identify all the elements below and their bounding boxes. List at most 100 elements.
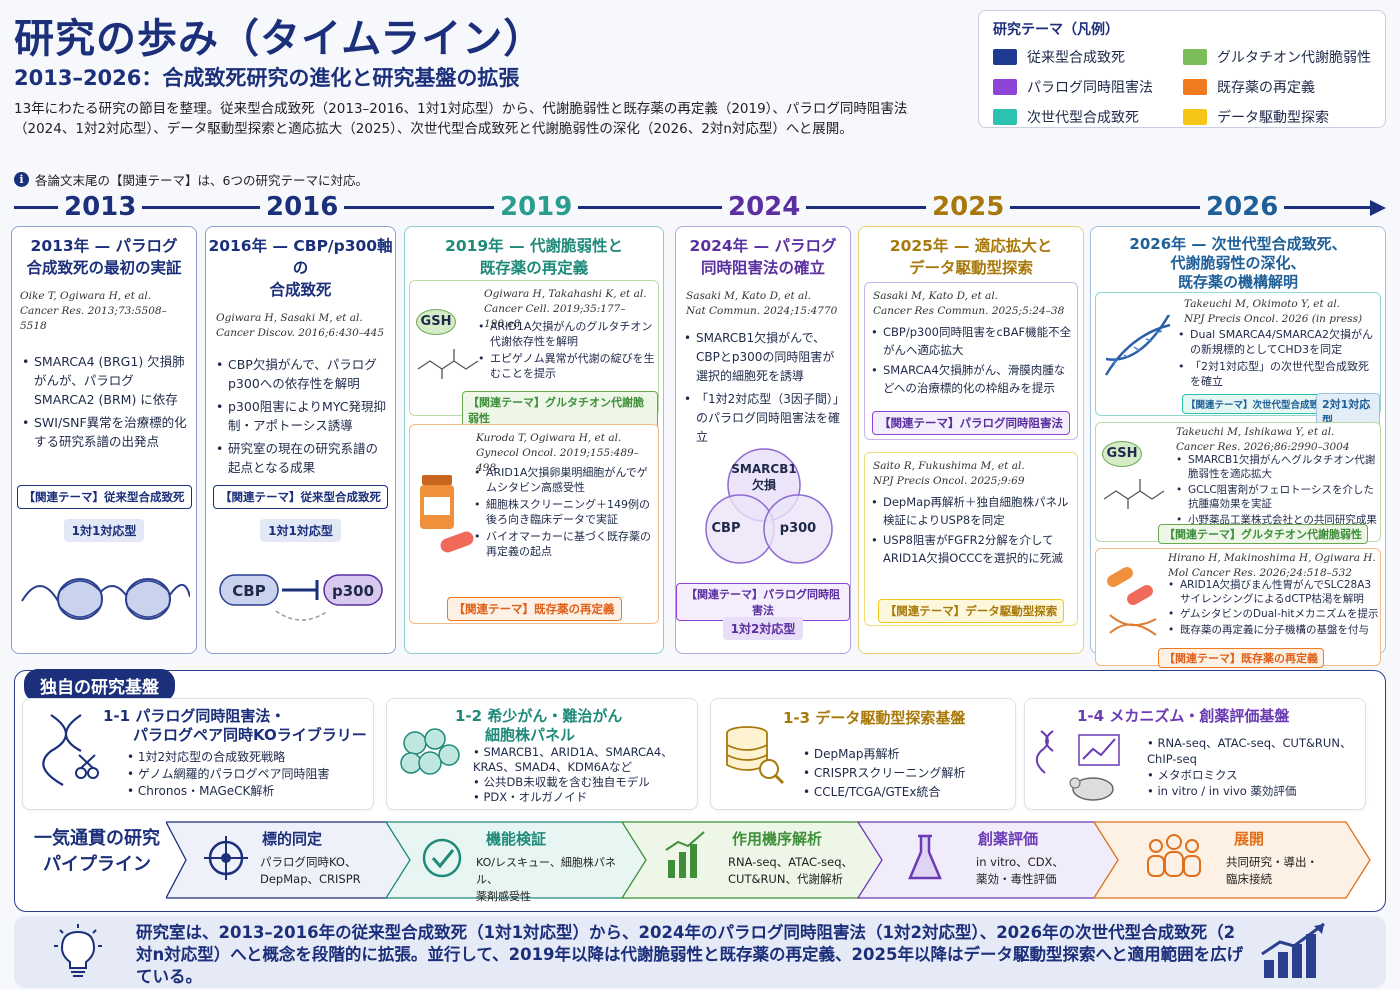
list-item: USP8阻害がFGFR2分解を介してARID1A欠損OCCCを選択的に死滅 [869, 531, 1073, 567]
list-item: SMARCB1、ARID1A、SMARCA4、KRAS、SMAD4、KDM6Aな… [473, 745, 695, 775]
legend-swatch [1183, 49, 1207, 65]
list-item: エピゲノム異常が代謝の綻びを生むことを提示 [476, 351, 658, 381]
legend-label: 次世代型合成致死 [1027, 110, 1139, 126]
year-2019: 2019 [494, 192, 579, 222]
legend: 研究テーマ（凡例） 従来型合成致死グルタチオン代謝脆弱性パラログ同時阻害法既存薬… [978, 10, 1386, 128]
paper-card-2019b: Kuroda T, Ogiwara H, et al.Gynecol Oncol… [409, 424, 659, 624]
list-item: SMARCA4 (BRG1) 欠損肺がんが、パラログ SMARCA2 (BRM)… [20, 352, 188, 409]
bullet-list: SMARCA4 (BRG1) 欠損肺がんが、パラログ SMARCA2 (BRM)… [20, 352, 188, 451]
list-item: SMARCA4欠損肺がん、滑膜肉腫などへの治療標的化の枠組みを提示 [869, 361, 1073, 397]
list-item: PDX・オルガノイド [473, 790, 695, 805]
drug-capsule-icon [1107, 567, 1157, 636]
mouse-icon [1035, 730, 1120, 801]
cbp-node: CBP [232, 582, 266, 600]
column-2025-heading: 2025年 — 適応拡大とデータ駆動型探索 [889, 237, 1053, 277]
list-item: SMARCB1欠損がんへグルタチオン代謝脆弱性を適応拡大 [1174, 453, 1380, 481]
paper-card-2025b: Saito R, Fukushima M, et al.NPJ Precis O… [864, 452, 1078, 626]
pipeline-step-drug-eval: 創薬評価 in vitro、CDX、薬効・毒性評価 [976, 830, 1064, 886]
intro-text: 13年にわたる研究の節目を整理。従来型合成致死（2013–2016、1対1対応型… [14, 101, 908, 137]
legend-label: パラログ同時阻害法 [1027, 80, 1153, 96]
legend-label: グルタチオン代謝脆弱性 [1217, 50, 1371, 66]
paper-card-2025a: Sasaki M, Kato D, et al.Cancer Res Commu… [864, 282, 1078, 440]
timeline-arrow-icon [1370, 200, 1386, 216]
list-item: 既存薬の再定義に分子機構の基盤を付与 [1166, 624, 1380, 638]
list-item: DepMap再解析＋独自細胞株パネル検証によりUSP8を同定 [869, 493, 1073, 529]
legend-item: データ駆動型探索 [1183, 107, 1373, 127]
people-icon [1147, 834, 1201, 877]
page-title: 研究の歩み（タイムライン） [14, 16, 545, 62]
legend-swatch [993, 49, 1017, 65]
column-2024: 2024年 — パラログ同時阻害法の確立 Sasaki M, Kato D, e… [675, 226, 851, 654]
bar-chart-icon [665, 831, 705, 878]
database-search-icon [726, 726, 785, 785]
list-item: CRISPRスクリーニング解析 [803, 764, 1013, 783]
list-item: Chronos・MAGeCK解析 [127, 783, 371, 800]
base-card-title: 1-2 希少がん・難治がん細胞株パネル [455, 707, 623, 744]
legend-item: 次世代型合成致死 [993, 107, 1183, 127]
year-2013: 2013 [58, 192, 143, 222]
citation: Sasaki M, Kato D, et al.Nat Commun. 2024… [686, 290, 838, 317]
bullet-list: ARID1A欠損がんのグルタチオン代謝依存性を解明 エピゲノム異常が代謝の綻びを… [476, 319, 658, 383]
paper-card-2019a: Ogiwara H, Takahashi K, et al.Cancer Cel… [409, 280, 659, 429]
research-base-title: 独自の研究基盤 [24, 669, 175, 702]
list-item: 1対2対応型の合成致死戦略 [127, 749, 371, 766]
gsh-icon: GSH [1102, 441, 1142, 467]
base-card-title: 1-1 パラログ同時阻害法・パラログペア同時KOライブラリー [103, 707, 367, 744]
type-pill: 1対2対応型 [722, 617, 804, 640]
list-item: RNA-seq、ATAC-seq、CUT&RUN、ChIP-seq [1147, 735, 1361, 767]
bullet-list: CBP/p300同時阻害をcBAF機能不全がんへ適応拡大 SMARCA4欠損肺が… [869, 323, 1073, 397]
list-item: CBP欠損がんで、パラログ p300への依存性を解明 [214, 355, 387, 393]
venn-label-p300: p300 [779, 521, 817, 536]
summary-banner [14, 916, 1386, 988]
legend-swatch [1183, 79, 1207, 95]
legend-swatch [993, 109, 1017, 125]
theme-tag: 【関連テーマ】従来型合成致死 [213, 485, 388, 509]
pipeline-arrows [166, 821, 1371, 899]
theme-tag: 【関連テーマ】グルタチオン代謝脆弱性 [462, 391, 658, 429]
year-2024: 2024 [722, 192, 807, 222]
bullet-list: Dual SMARCA4/SMARCA2欠損がんの新規標的としてCHD3を同定 … [1176, 327, 1378, 391]
pill-bottle-icon [420, 475, 474, 553]
legend-swatch [993, 79, 1017, 95]
list-item: SWI/SNF異常を治療標的化する研究系譜の出発点 [20, 413, 188, 451]
legend-item: 既存薬の再定義 [1183, 77, 1373, 97]
legend-label: 既存薬の再定義 [1217, 80, 1315, 96]
growth-chart-icon [1261, 922, 1325, 978]
list-item: p300阻害によりMYC発現抑制・アポトーシス誘導 [214, 397, 387, 435]
check-icon [422, 838, 462, 878]
column-2013: 2013年 — パラログ合成致死の最初の実証 Oike T, Ogiwara H… [11, 226, 197, 654]
citation: Saito R, Fukushima M, et al.NPJ Precis O… [873, 460, 1025, 487]
dna-scissors-icon [42, 714, 99, 786]
column-2024-heading: 2024年 — パラログ同時阻害法の確立 [689, 237, 837, 277]
summary-text: 研究室は、2013–2016年の従来型合成致死（1対1対応型）から、2024年の… [136, 923, 1244, 986]
bullet-list: DepMap再解析＋独自細胞株パネル検証によりUSP8を同定 USP8阻害がFG… [869, 493, 1073, 567]
theme-tag: 【関連テーマ】既存薬の再定義 [1158, 648, 1324, 668]
pipeline-step-deploy: 展開 共同研究・導出・臨床接続 [1226, 830, 1318, 886]
type-pill: 1対1対応型 [260, 519, 341, 542]
flask-icon [908, 834, 942, 880]
year-2025: 2025 [926, 192, 1011, 222]
paper-card-2026a: Takeuchi M, Okimoto Y, et al.NPJ Precis … [1095, 292, 1381, 431]
citation: Takeuchi M, Ishikawa Y, et al.Cancer Res… [1176, 426, 1350, 453]
list-item: ARID1A欠損卵巣明細胞がんでゲムシタビン高感受性 [472, 465, 658, 495]
bullet-list: SMARCB1欠損がんへグルタチオン代謝脆弱性を適応拡大 GCLC阻害剤がフェロ… [1174, 453, 1380, 529]
list-item: SMARCB1欠損がんで、CBPとp300の同時阻害が選択的細胞死を誘導 [682, 329, 844, 386]
p300-node: p300 [331, 582, 375, 600]
list-item: バイオマーカーに基づく既存薬の再定義の起点 [472, 529, 658, 559]
list-item: 公共DB未収載を含む独自モデル [473, 775, 695, 790]
column-2016: 2016年 — CBP/p300軸の合成致死 Ogiwara H, Sasaki… [205, 226, 396, 654]
legend-item: パラログ同時阻害法 [993, 77, 1183, 97]
theme-tag: 【関連テーマ】次世代型合成致死 [1182, 394, 1333, 414]
list-item: ゲノム網羅的パラログペア同時阻害 [127, 766, 371, 783]
legend-item: 従来型合成致死 [993, 47, 1183, 67]
pipeline-step-target: 標的同定 パラログ同時KO、DepMap、CRISPR [260, 830, 361, 886]
bullet-list: ARID1A欠損卵巣明細胞がんでゲムシタビン高感受性 細胞株スクリーニング＋14… [472, 465, 658, 561]
column-2019-heading: 2019年 — 代謝脆弱性と既存薬の再定義 [445, 237, 623, 277]
citation: Ogiwara H, Sasaki M, et al.Cancer Discov… [216, 312, 385, 339]
page-subtitle: 2013–2026：合成致死研究の進化と研究基盤の拡張 [14, 66, 520, 90]
bullet-list: CBP欠損がんで、パラログ p300への依存性を解明 p300阻害によりMYC発… [214, 355, 387, 477]
timeline-axis: 2013 2016 2019 2024 2025 2026 [14, 192, 1386, 222]
list-item: 「1対2対応型（3因子間）」のパラログ同時阻害法を確立 [682, 390, 844, 447]
bullet-list: ARID1A欠損びまん性胃がんでSLC28A3サイレンシングによるdCTP枯渇を… [1166, 579, 1380, 639]
